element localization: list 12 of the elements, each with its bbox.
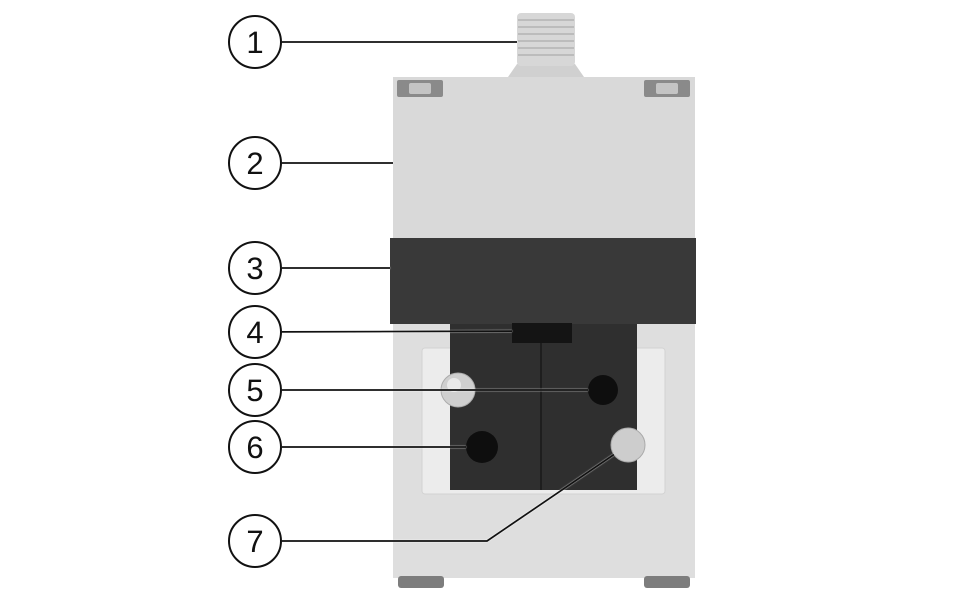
leader-line — [282, 267, 390, 269]
callout-number: 3 — [228, 241, 282, 295]
callout-number: 7 — [228, 514, 282, 568]
housing-cover — [393, 77, 695, 238]
leader-line — [282, 162, 393, 164]
callout-number: 1 — [228, 15, 282, 69]
leader-line — [282, 41, 517, 43]
callout-number: 6 — [228, 420, 282, 474]
callout-number: 4 — [228, 305, 282, 359]
callout-number: 2 — [228, 136, 282, 190]
threaded-fitting — [517, 13, 575, 66]
callout-number: 5 — [228, 363, 282, 417]
